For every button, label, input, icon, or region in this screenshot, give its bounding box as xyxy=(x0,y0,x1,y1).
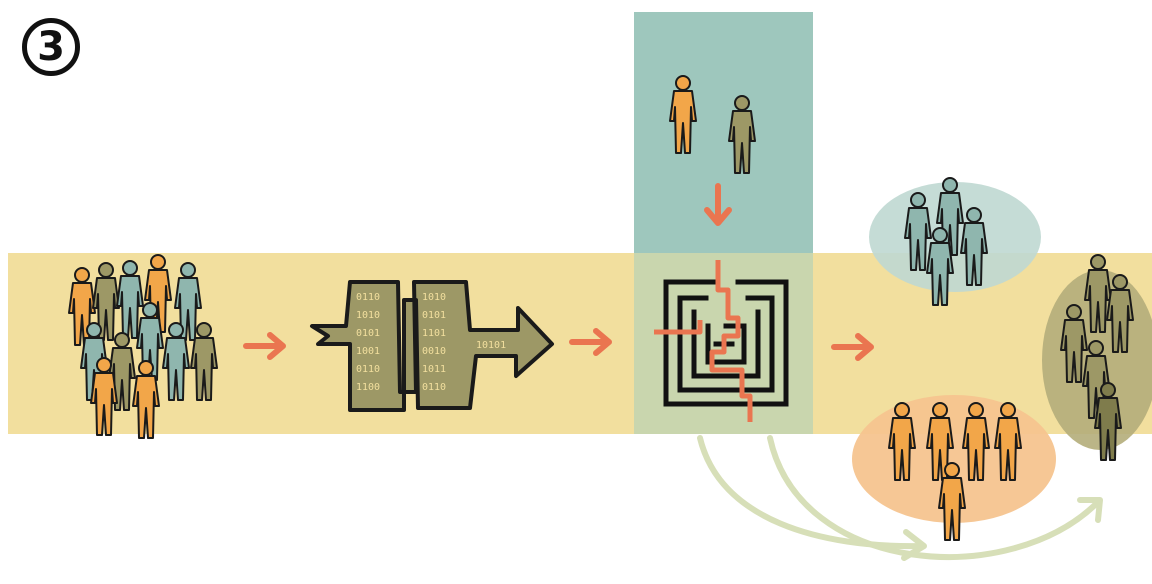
binary-data-arrow-icon: 0110 1010 0101 1001 0110 1100 1010 0101 … xyxy=(310,280,554,412)
svg-text:1001: 1001 xyxy=(356,346,380,357)
step-number-badge: 3 xyxy=(22,18,80,76)
maze-solution-path xyxy=(654,260,753,422)
svg-text:1100: 1100 xyxy=(356,382,380,393)
svg-text:0110: 0110 xyxy=(356,292,380,303)
curved-flow-arrows xyxy=(697,435,1103,561)
svg-text:1010: 1010 xyxy=(356,310,380,321)
svg-text:0110: 0110 xyxy=(422,382,446,393)
flow-arrow-icon xyxy=(243,183,874,361)
svg-text:0010: 0010 xyxy=(422,346,446,357)
svg-text:0101: 0101 xyxy=(356,328,380,339)
svg-text:1011: 1011 xyxy=(422,364,446,375)
svg-text:1010: 1010 xyxy=(422,292,446,303)
svg-text:10101: 10101 xyxy=(476,340,506,351)
svg-text:1101: 1101 xyxy=(422,328,446,339)
svg-text:0101: 0101 xyxy=(422,310,446,321)
svg-text:0110: 0110 xyxy=(356,364,380,375)
